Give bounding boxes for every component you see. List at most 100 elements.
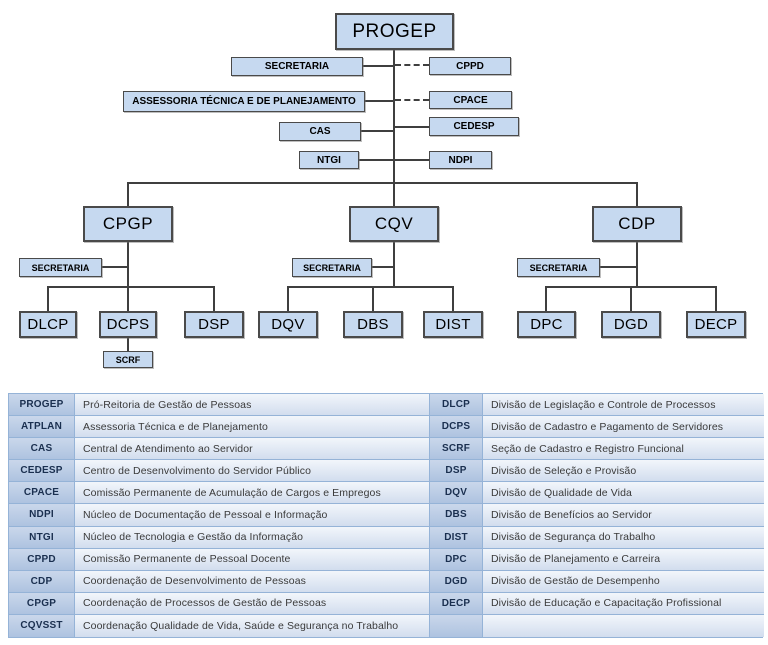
legend-description-cell: Divisão de Gestão de Desempenho (483, 570, 764, 593)
connector-secretaria-cdp (600, 266, 636, 268)
org-node-cpgp: CPGP (83, 206, 173, 242)
legend-acronym-cell: DCPS (430, 416, 483, 439)
org-node-atplan: ASSESSORIA TÉCNICA E DE PLANEJAMENTO (123, 91, 365, 112)
legend-description-cell: Divisão de Educação e Capacitação Profis… (483, 592, 764, 615)
org-node-secretaria-progep: SECRETARIA (231, 57, 363, 76)
connector-drop-cdp (636, 182, 638, 206)
connector-atplan (365, 100, 394, 102)
legend-acronym-cell: PROGEP (9, 394, 75, 417)
org-node-ntgi: NTGI (299, 151, 359, 169)
org-node-dpc: DPC (517, 311, 576, 338)
legend-description-cell: Comissão Permanente de Pessoal Docente (75, 548, 430, 571)
org-node-secretaria-cqv: SECRETARIA (292, 258, 372, 277)
org-node-ndpi: NDPI (429, 151, 492, 169)
legend-acronym-cell: CDP (9, 570, 75, 593)
legend-description-cell: Centro de Desenvolvimento do Servidor Pú… (75, 460, 430, 483)
dashed-connector-cppd (395, 64, 429, 66)
connector-drop-dbs (372, 286, 374, 311)
connector-trunk-top (393, 50, 395, 184)
legend-description-cell: Divisão de Segurança do Trabalho (483, 526, 764, 549)
legend-acronym-cell: ATPLAN (9, 416, 75, 439)
legend-description-cell: Pró-Reitoria de Gestão de Pessoas (75, 394, 430, 417)
connector-trunk-cqv (393, 242, 395, 286)
connector-children-cpgp (47, 286, 215, 288)
legend-acronym-cell: CQVSST (9, 614, 75, 637)
connector-secretaria-top (363, 65, 394, 67)
legend-acronym-cell: SCRF (430, 438, 483, 461)
connector-drop-dqv (287, 286, 289, 311)
org-node-cpace: CPACE (429, 91, 512, 109)
connector-secretaria-cqv (372, 266, 393, 268)
connector-trunk-cpgp (127, 242, 129, 311)
legend-acronym-cell: DGD (430, 570, 483, 593)
connector-drop-decp (715, 286, 717, 311)
legend-description-cell: Divisão de Cadastro e Pagamento de Servi… (483, 416, 764, 439)
connector-drop-cpgp (127, 182, 129, 206)
legend-description-cell: Coordenação de Processos de Gestão de Pe… (75, 592, 430, 615)
legend-acronym-cell: CPGP (9, 592, 75, 615)
legend-description-cell: Coordenação Qualidade de Vida, Saúde e S… (75, 614, 430, 637)
legend-description-cell: Núcleo de Tecnologia e Gestão da Informa… (75, 526, 430, 549)
org-node-secretaria-cdp: SECRETARIA (517, 258, 600, 277)
legend-acronym-cell: CEDESP (9, 460, 75, 483)
org-node-dist: DIST (423, 311, 483, 338)
connector-scrf (127, 338, 129, 351)
org-node-cqv: CQV (349, 206, 439, 242)
connector-cedesp (395, 126, 429, 128)
legend-description-cell: Divisão de Planejamento e Carreira (483, 548, 764, 571)
legend-acronym-cell (430, 614, 483, 637)
org-node-dbs: DBS (343, 311, 403, 338)
legend-acronym-cell: NTGI (9, 526, 75, 549)
legend-acronym-cell: DIST (430, 526, 483, 549)
legend-acronym-cell: DBS (430, 504, 483, 527)
legend-acronym-cell: DLCP (430, 394, 483, 417)
legend-acronym-cell: DECP (430, 592, 483, 615)
connector-drop-dpc (545, 286, 547, 311)
connector-drop-dsp (213, 286, 215, 311)
connector-ndpi (395, 159, 429, 161)
legend-description-cell: Comissão Permanente de Acumulação de Car… (75, 482, 430, 505)
legend-acronym-cell: CAS (9, 438, 75, 461)
org-node-cas: CAS (279, 122, 361, 141)
legend-description-cell (483, 614, 764, 637)
org-node-dgd: DGD (601, 311, 661, 338)
org-node-cppd: CPPD (429, 57, 511, 75)
legend-acronym-cell: DQV (430, 482, 483, 505)
legend-description-cell: Assessoria Técnica e de Planejamento (75, 416, 430, 439)
legend-description-cell: Divisão de Legislação e Controle de Proc… (483, 394, 764, 417)
legend-description-cell: Divisão de Qualidade de Vida (483, 482, 764, 505)
legend-description-cell: Central de Atendimento ao Servidor (75, 438, 430, 461)
legend-description-cell: Núcleo de Documentação de Pessoal e Info… (75, 504, 430, 527)
legend-acronym-cell: CPACE (9, 482, 75, 505)
org-node-progep: PROGEP (335, 13, 454, 50)
legend-acronym-cell: DSP (430, 460, 483, 483)
dashed-connector-cpace (395, 99, 429, 101)
org-node-secretaria-cpgp: SECRETARIA (19, 258, 102, 277)
legend-acronym-cell: DPC (430, 548, 483, 571)
connector-drop-cqv (393, 182, 395, 206)
legend-acronym-cell: NDPI (9, 504, 75, 527)
connector-ntgi (359, 159, 394, 161)
org-node-scrf: SCRF (103, 351, 153, 368)
connector-main-horizontal (127, 182, 638, 184)
legend-description-cell: Divisão de Benefícios ao Servidor (483, 504, 764, 527)
connector-secretaria-cpgp (102, 266, 128, 268)
org-node-dlcp: DLCP (19, 311, 77, 338)
org-node-decp: DECP (686, 311, 746, 338)
legend-description-cell: Seção de Cadastro e Registro Funcional (483, 438, 764, 461)
connector-cas (361, 130, 394, 132)
connector-drop-dist (452, 286, 454, 311)
org-node-cdp: CDP (592, 206, 682, 242)
connector-drop-dlcp (47, 286, 49, 311)
connector-trunk-cdp (636, 242, 638, 286)
legend-description-cell: Divisão de Seleção e Provisão (483, 460, 764, 483)
org-node-cedesp: CEDESP (429, 117, 519, 136)
connector-drop-dgd (630, 286, 632, 311)
org-node-dqv: DQV (258, 311, 318, 338)
org-node-dsp: DSP (184, 311, 244, 338)
legend-acronym-cell: CPPD (9, 548, 75, 571)
legend-description-cell: Coordenação de Desenvolvimento de Pessoa… (75, 570, 430, 593)
org-node-dcps: DCPS (99, 311, 157, 338)
